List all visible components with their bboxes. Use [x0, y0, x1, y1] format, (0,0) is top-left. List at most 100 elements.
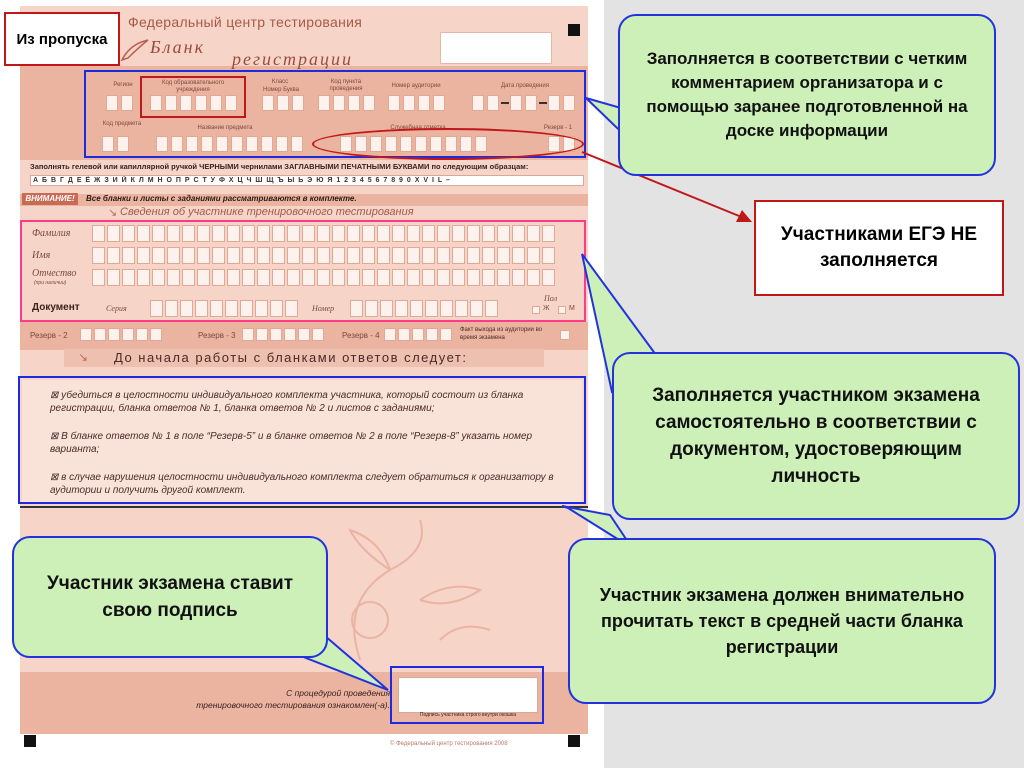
letter-cell[interactable]: [437, 247, 450, 264]
letter-cell[interactable]: [377, 269, 390, 286]
letter-cell[interactable]: [470, 300, 483, 317]
subject-name-cell[interactable]: [186, 136, 198, 152]
letter-cell[interactable]: [452, 225, 465, 242]
letter-cell[interactable]: [392, 269, 405, 286]
letter-cell[interactable]: [167, 247, 180, 264]
letter-cell[interactable]: [182, 247, 195, 264]
date-cell[interactable]: [548, 95, 560, 111]
letter-cell[interactable]: [92, 269, 105, 286]
subject-name-cell[interactable]: [216, 136, 228, 152]
letter-cell[interactable]: [197, 247, 210, 264]
letter-cell[interactable]: [452, 269, 465, 286]
sex-f-checkbox[interactable]: [532, 306, 540, 314]
letter-cell[interactable]: [512, 269, 525, 286]
letter-cell[interactable]: [455, 300, 468, 317]
letter-cell[interactable]: [137, 225, 150, 242]
letter-cell[interactable]: [497, 247, 510, 264]
letter-cell[interactable]: [365, 300, 378, 317]
subject-code-cell[interactable]: [102, 136, 114, 152]
letter-cell[interactable]: [272, 269, 285, 286]
letter-cell[interactable]: [392, 225, 405, 242]
letter-cell[interactable]: [227, 247, 240, 264]
letter-cell[interactable]: [425, 300, 438, 317]
class-cell[interactable]: [292, 95, 304, 111]
letter-cell[interactable]: [107, 225, 120, 242]
letter-cell[interactable]: [350, 300, 363, 317]
org-code-cell[interactable]: [195, 95, 207, 111]
subject-name-cell[interactable]: [246, 136, 258, 152]
letter-cell[interactable]: [347, 269, 360, 286]
letter-cell[interactable]: [377, 247, 390, 264]
letter-cell[interactable]: [137, 247, 150, 264]
letter-cell[interactable]: [122, 247, 135, 264]
letter-cell[interactable]: [180, 300, 193, 317]
patronymic-cells[interactable]: [92, 269, 580, 287]
letter-cell[interactable]: [485, 300, 498, 317]
letter-cell[interactable]: [362, 247, 375, 264]
letter-cell[interactable]: [527, 247, 540, 264]
letter-cell[interactable]: [167, 225, 180, 242]
letter-cell[interactable]: [257, 269, 270, 286]
series-cells[interactable]: [150, 300, 300, 318]
letter-cell[interactable]: [362, 269, 375, 286]
subject-name-cell[interactable]: [156, 136, 168, 152]
letter-cell[interactable]: [332, 247, 345, 264]
letter-cell[interactable]: [302, 269, 315, 286]
letter-cell[interactable]: [440, 300, 453, 317]
subject-code-cell[interactable]: [117, 136, 129, 152]
letter-cell[interactable]: [422, 247, 435, 264]
letter-cell[interactable]: [407, 247, 420, 264]
letter-cell[interactable]: [317, 247, 330, 264]
subject-name-cell[interactable]: [171, 136, 183, 152]
letter-cell[interactable]: [542, 247, 555, 264]
letter-cell[interactable]: [467, 269, 480, 286]
letter-cell[interactable]: [165, 300, 178, 317]
letter-cell[interactable]: [270, 300, 283, 317]
letter-cell[interactable]: [212, 269, 225, 286]
date-cell[interactable]: [510, 95, 522, 111]
letter-cell[interactable]: [182, 269, 195, 286]
letter-cell[interactable]: [152, 225, 165, 242]
letter-cell[interactable]: [380, 300, 393, 317]
date-cell[interactable]: [487, 95, 499, 111]
date-cell[interactable]: [525, 95, 537, 111]
org-code-cell[interactable]: [225, 95, 237, 111]
letter-cell[interactable]: [527, 225, 540, 242]
letter-cell[interactable]: [497, 225, 510, 242]
letter-cell[interactable]: [272, 247, 285, 264]
letter-cell[interactable]: [422, 225, 435, 242]
letter-cell[interactable]: [437, 225, 450, 242]
letter-cell[interactable]: [122, 225, 135, 242]
region-cell[interactable]: [121, 95, 133, 111]
letter-cell[interactable]: [242, 247, 255, 264]
letter-cell[interactable]: [332, 269, 345, 286]
subject-name-cell[interactable]: [201, 136, 213, 152]
letter-cell[interactable]: [482, 269, 495, 286]
surname-cells[interactable]: [92, 225, 580, 243]
room-cell[interactable]: [433, 95, 445, 111]
letter-cell[interactable]: [152, 269, 165, 286]
subject-name-cell[interactable]: [231, 136, 243, 152]
letter-cell[interactable]: [422, 269, 435, 286]
room-cell[interactable]: [418, 95, 430, 111]
letter-cell[interactable]: [347, 247, 360, 264]
letter-cell[interactable]: [182, 225, 195, 242]
org-code-cell[interactable]: [180, 95, 192, 111]
sex-m-checkbox[interactable]: [558, 306, 566, 314]
subject-name-cell[interactable]: [276, 136, 288, 152]
number-cells[interactable]: [350, 300, 510, 318]
point-code-cell[interactable]: [318, 95, 330, 111]
letter-cell[interactable]: [542, 269, 555, 286]
letter-cell[interactable]: [437, 269, 450, 286]
letter-cell[interactable]: [302, 225, 315, 242]
room-cell[interactable]: [403, 95, 415, 111]
letter-cell[interactable]: [407, 225, 420, 242]
letter-cell[interactable]: [152, 247, 165, 264]
org-code-cell[interactable]: [165, 95, 177, 111]
date-cell[interactable]: [472, 95, 484, 111]
org-code-cell[interactable]: [210, 95, 222, 111]
letter-cell[interactable]: [225, 300, 238, 317]
letter-cell[interactable]: [285, 300, 298, 317]
subject-name-cell[interactable]: [261, 136, 273, 152]
letter-cell[interactable]: [347, 225, 360, 242]
